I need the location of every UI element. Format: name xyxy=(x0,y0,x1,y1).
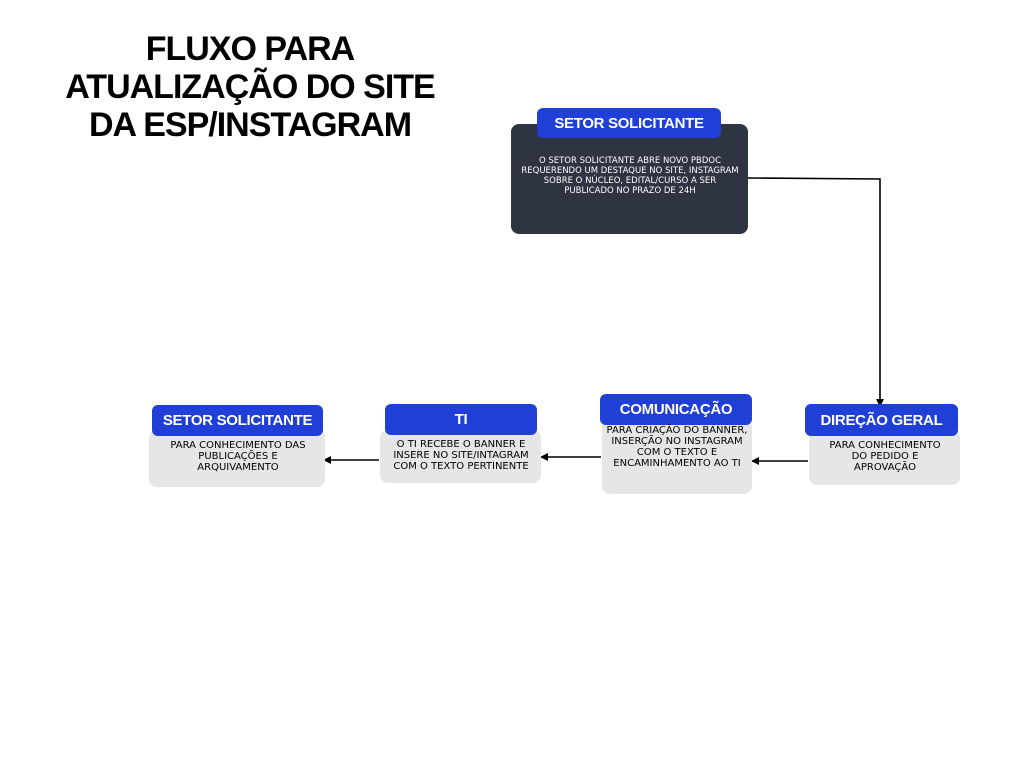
node-comunicacao xyxy=(602,420,752,494)
node-text-ti: O TI RECEBE O BANNER E INSERE NO SITE/IN… xyxy=(393,439,529,472)
arrow-solicitante-to-direcao xyxy=(747,177,884,407)
node-label-comunicacao: COMUNICAÇÃO xyxy=(600,394,752,425)
node-label-ti: TI xyxy=(385,404,537,435)
node-text-comunicacao: PARA CRIAÇÃO DO BANNER, INSERÇÃO NO INST… xyxy=(606,425,748,469)
page-title: FLUXO PARA ATUALIZAÇÃO DO SITE DA ESP/IN… xyxy=(65,30,435,144)
node-label-setor-solicitante-end: SETOR SOLICITANTE xyxy=(152,405,323,436)
node-text-setor-solicitante-end: PARA CONHECIMENTO DAS PUBLICAÇÕES E ARQU… xyxy=(170,440,306,473)
node-setor-solicitante-end xyxy=(149,430,325,487)
node-ti xyxy=(380,430,541,483)
node-text-setor-solicitante-start: O SETOR SOLICITANTE ABRE NOVO PBDOC REQU… xyxy=(521,156,739,196)
node-setor-solicitante-start xyxy=(511,124,748,234)
node-label-direcao-geral: DIREÇÃO GERAL xyxy=(805,404,958,436)
node-text-direcao-geral: PARA CONHECIMENTO DO PEDIDO E APROVAÇÃO xyxy=(829,440,941,473)
node-direcao-geral xyxy=(809,430,960,485)
node-label-setor-solicitante-start: SETOR SOLICITANTE xyxy=(537,108,721,138)
